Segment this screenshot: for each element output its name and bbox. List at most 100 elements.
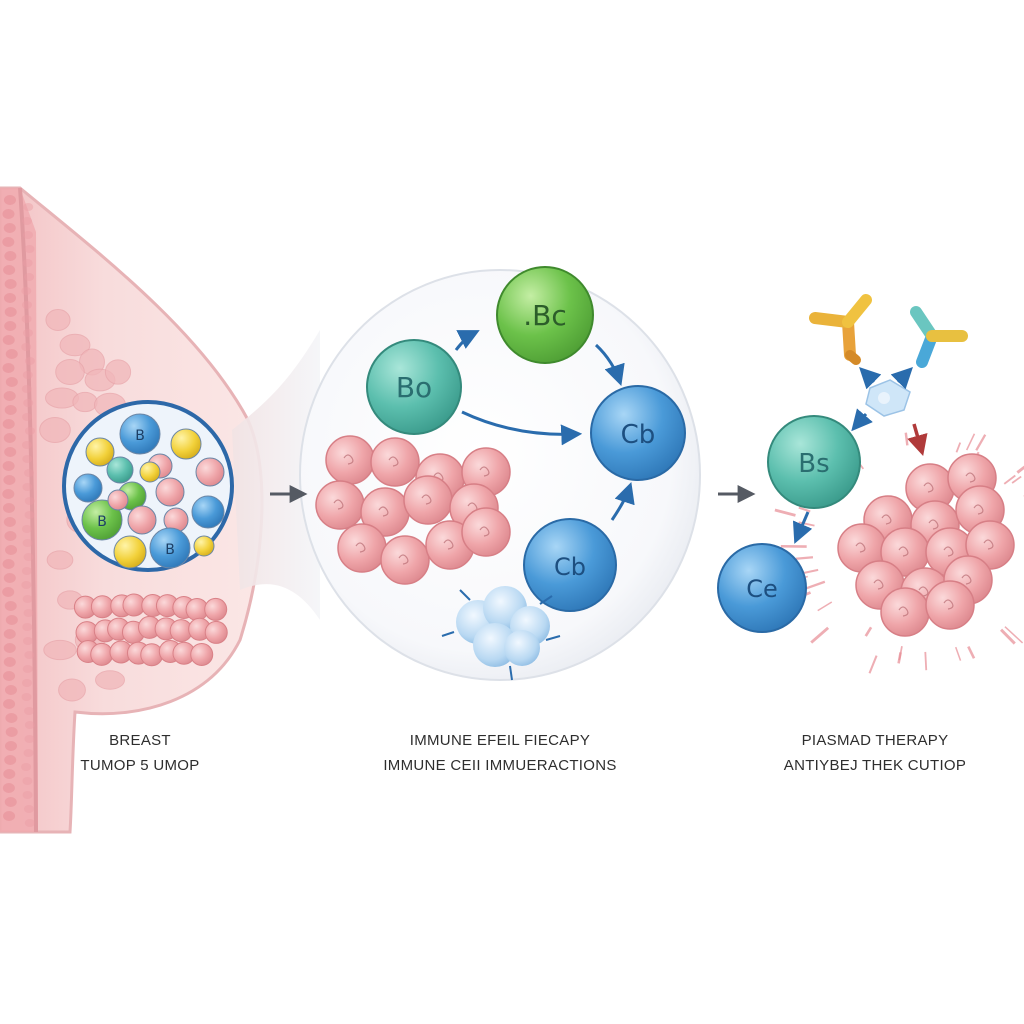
- splatter-ray: [868, 655, 878, 674]
- arrow-teal-to-blue-right: [792, 511, 813, 544]
- splatter-ray: [774, 508, 796, 517]
- skin-dot: [3, 475, 16, 485]
- skin-dot: [3, 265, 16, 275]
- lobule: [72, 391, 98, 413]
- cytokine-ray: [441, 631, 455, 637]
- middle-tumor-cluster: [315, 435, 511, 585]
- skin-dot: [2, 489, 15, 499]
- splatter-ray: [798, 506, 811, 513]
- mid-tumor-cell: [403, 475, 453, 525]
- splatter-ray: [1011, 475, 1022, 484]
- caption-plasma-therapy: PIASMAd THERAPY ANTIYBEJ THEK CUTIOP: [740, 728, 1010, 778]
- lower-tumor-cluster: [73, 593, 228, 667]
- skin-dot: [23, 231, 34, 239]
- arrow-green-to-blue: [594, 343, 625, 386]
- mid-tumor-cell: [461, 507, 511, 557]
- skin-dot: [5, 727, 18, 737]
- skin-dot: [24, 245, 35, 253]
- skin-dot: [24, 651, 35, 659]
- teal-b-cell: Bo: [366, 339, 462, 435]
- skin-dot: [3, 811, 16, 821]
- right-tumor-cell-nucleus: [961, 574, 972, 585]
- skin-dot: [2, 419, 15, 429]
- skin-dot: [3, 769, 16, 779]
- skin-dot: [4, 531, 17, 541]
- inset-cell: [149, 527, 191, 569]
- skin-dot: [22, 637, 33, 645]
- arrow-bottom-to-right: [610, 482, 635, 521]
- skin-dot: [23, 553, 34, 561]
- skin-dot: [3, 671, 16, 681]
- splatter-ray: [904, 432, 909, 446]
- skin-dot: [5, 349, 18, 359]
- skin-dot: [24, 497, 35, 505]
- skin-dot: [21, 301, 32, 309]
- skin-dot: [21, 385, 32, 393]
- skin-dot: [24, 273, 35, 281]
- splatter-ray: [1003, 474, 1016, 485]
- skin-dot: [5, 377, 18, 387]
- caption-breast-line1: BREAST: [109, 732, 171, 749]
- skin-dot: [22, 413, 33, 421]
- mid-tumor-cell-nucleus: [343, 454, 354, 465]
- skin-dot: [3, 643, 16, 653]
- splatter-ray: [1004, 626, 1024, 644]
- skin-dot: [2, 783, 15, 793]
- skin-dot: [3, 195, 16, 205]
- cytokine-ray: [545, 635, 561, 641]
- right-tumor-cell-nucleus: [855, 542, 866, 553]
- skin-dot: [22, 623, 33, 631]
- plasma-panel: Bs Ce: [717, 294, 1024, 674]
- inset-cell-label: B: [165, 542, 175, 558]
- skin-dot: [22, 371, 33, 379]
- splatter-ray: [924, 651, 928, 671]
- skin-dot: [2, 335, 15, 345]
- cytokine-cloud: [441, 586, 561, 681]
- caption-plasma-line2: ANTIYBEJ THEK CUTIOP: [783, 757, 967, 774]
- skin-dot: [21, 679, 32, 687]
- mid-tumor-cell-nucleus: [388, 456, 399, 467]
- skin-dot: [24, 511, 35, 519]
- skin-dot: [23, 399, 34, 407]
- mid-tumor-cell: [337, 523, 387, 573]
- inset-cell: [113, 535, 147, 569]
- splatter-ray: [864, 626, 873, 637]
- blue-c-cell-bottom: Cb: [523, 518, 617, 612]
- arrow-complex-to-antibody-left: [859, 367, 882, 390]
- caption-immune-line1: IMMUNE EFEIL FIECAPY: [409, 732, 591, 749]
- green-cell-label: .Bc: [523, 299, 567, 332]
- skin-dot: [22, 539, 33, 547]
- right-tumor-cell-nucleus: [881, 514, 892, 525]
- teal-cell-label: Bo: [396, 371, 432, 404]
- lobule: [58, 678, 86, 702]
- skin-dot: [5, 713, 18, 723]
- skin-dot: [2, 461, 15, 471]
- skin-dot: [21, 525, 32, 533]
- skin-dot: [3, 391, 16, 401]
- skin-dot: [21, 287, 32, 295]
- right-tumor-cell-nucleus: [983, 539, 994, 550]
- skin-dot: [4, 755, 17, 765]
- inset-cell: [195, 457, 225, 487]
- splatter-ray: [810, 626, 830, 644]
- skin-dot: [22, 665, 33, 673]
- cytokine-ray: [539, 595, 553, 605]
- tumor-inset: BBB: [62, 400, 234, 572]
- inset-cell: [85, 437, 115, 467]
- lobule: [39, 417, 71, 443]
- inset-cell: [119, 413, 161, 455]
- right-tumor-cell-nucleus: [943, 546, 954, 557]
- skin-dot: [21, 763, 32, 771]
- blue-right-cell-label: Cb: [621, 420, 656, 450]
- cytokine-ray: [509, 665, 513, 681]
- immune-panel: .Bc Bo Cb Cb: [299, 266, 701, 681]
- antigen-complex-icon: [865, 379, 911, 417]
- lobule: [95, 670, 125, 690]
- skin-dot: [21, 343, 32, 351]
- skin-dot: [21, 567, 32, 575]
- skin-dot: [4, 685, 17, 695]
- right-tumor-cell-nucleus: [973, 504, 984, 515]
- lobule: [55, 359, 85, 385]
- right-tumor-cell-nucleus: [873, 579, 884, 590]
- skin-dot: [23, 203, 34, 211]
